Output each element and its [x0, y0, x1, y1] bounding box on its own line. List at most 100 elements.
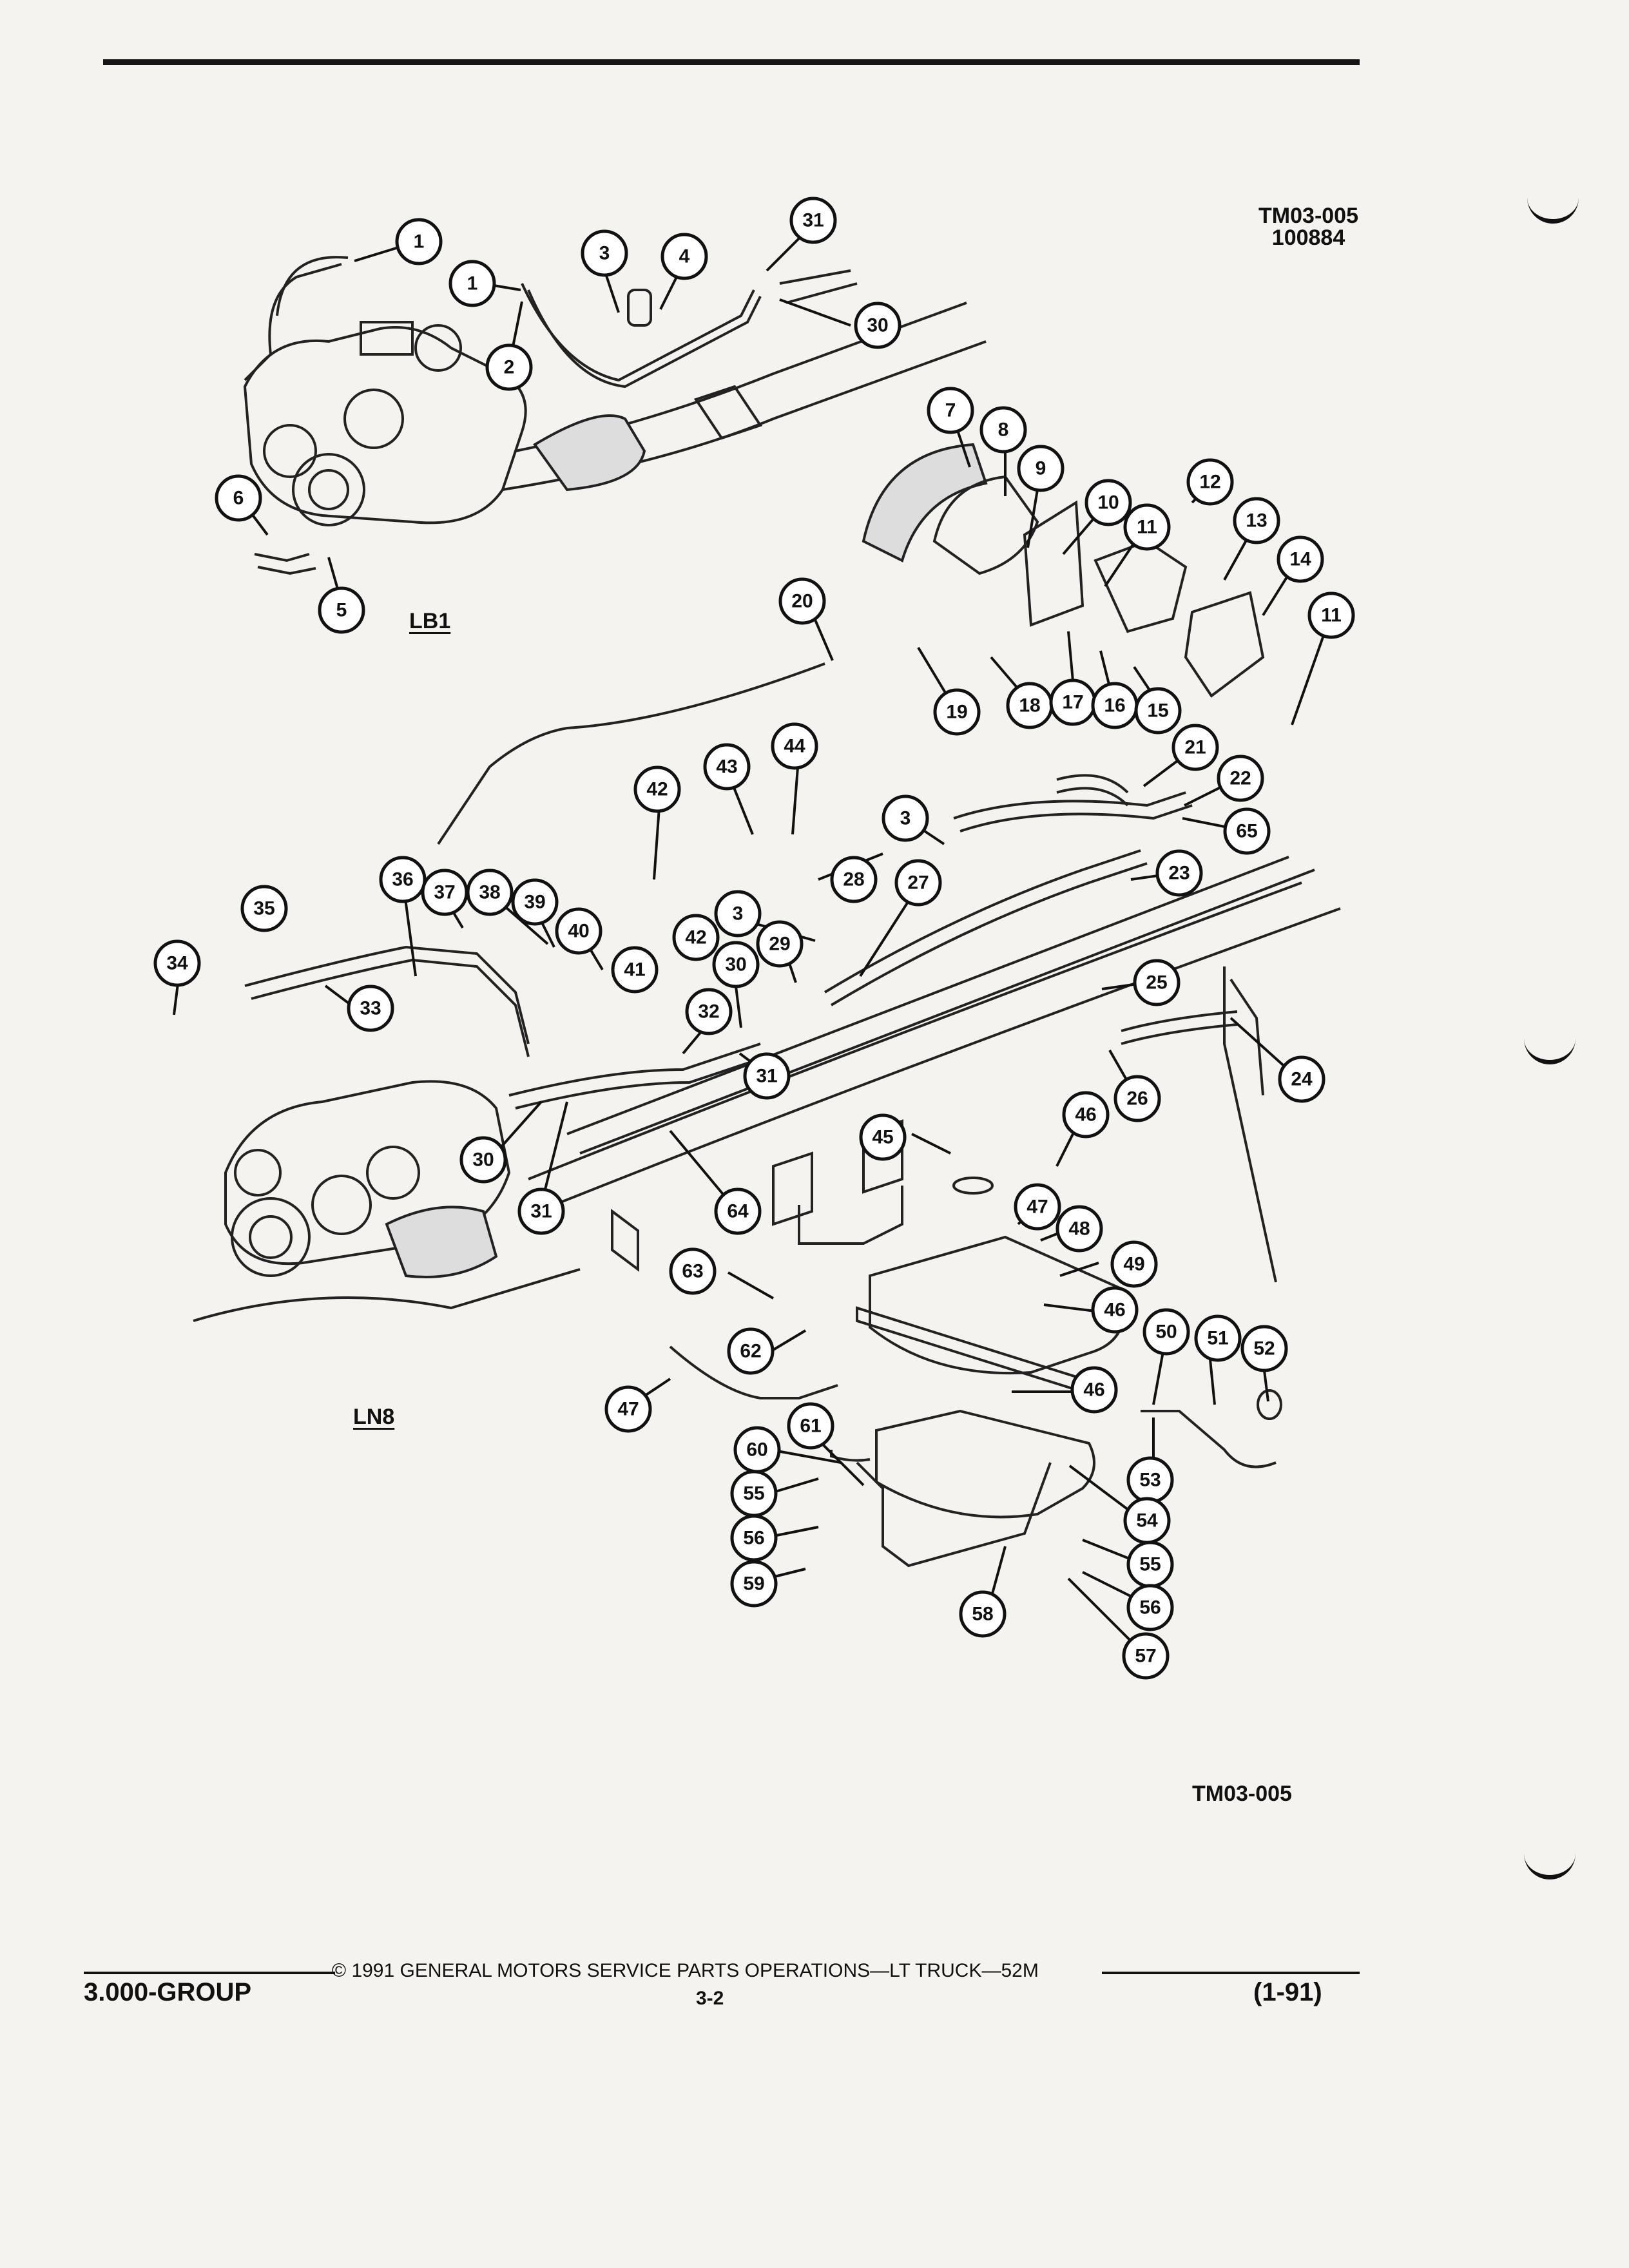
svg-text:3: 3	[599, 243, 610, 264]
ref-code-block: TM03-005 100884	[1258, 205, 1358, 249]
callout-40: 40	[555, 907, 602, 955]
callout-13: 13	[1233, 497, 1280, 544]
callout-55a: 55	[730, 1470, 778, 1517]
callout-44: 44	[771, 722, 818, 770]
engine-label-lb1: LB1	[409, 609, 451, 633]
callout-5: 5	[318, 586, 365, 634]
callout-29: 29	[756, 920, 804, 968]
svg-text:30: 30	[867, 315, 888, 336]
svg-text:42: 42	[646, 779, 668, 800]
svg-text:19: 19	[946, 702, 967, 723]
svg-text:45: 45	[872, 1127, 893, 1148]
svg-text:55: 55	[743, 1483, 764, 1504]
svg-text:4: 4	[679, 246, 690, 267]
callout-46c: 46	[1070, 1366, 1118, 1414]
svg-text:52: 52	[1253, 1338, 1275, 1360]
frame-main	[528, 856, 1341, 1272]
svg-text:63: 63	[682, 1261, 703, 1282]
callout-48: 48	[1055, 1205, 1103, 1253]
svg-text:18: 18	[1019, 695, 1040, 716]
callout-65: 65	[1223, 807, 1271, 855]
footer-group: 3.000-GROUP	[84, 1978, 252, 2006]
svg-text:47: 47	[617, 1399, 639, 1420]
callout-22: 22	[1217, 754, 1264, 802]
callout-11a: 11	[1123, 503, 1171, 551]
callout-64: 64	[714, 1187, 762, 1235]
svg-text:12: 12	[1199, 472, 1220, 493]
callout-8: 8	[979, 406, 1027, 454]
binder-mark	[1524, 1849, 1576, 1879]
callout-58: 58	[959, 1590, 1007, 1638]
svg-text:46: 46	[1104, 1300, 1125, 1321]
callout-56b: 56	[1126, 1584, 1174, 1631]
callout-19: 19	[933, 688, 981, 736]
callout-47a: 47	[1014, 1183, 1061, 1231]
callout-35: 35	[240, 885, 288, 932]
callout-43: 43	[703, 743, 751, 791]
callout-28: 28	[830, 856, 878, 903]
callout-47b: 47	[604, 1385, 652, 1433]
svg-text:46: 46	[1075, 1104, 1096, 1126]
callout-4: 4	[660, 233, 708, 280]
callout-30b: 30	[712, 941, 760, 988]
svg-text:41: 41	[624, 959, 645, 981]
ref-code: TM03-005	[1258, 204, 1358, 228]
svg-text:60: 60	[746, 1439, 767, 1461]
callout-17: 17	[1049, 678, 1097, 726]
svg-text:55: 55	[1139, 1554, 1161, 1575]
callout-54: 54	[1123, 1497, 1171, 1544]
callout-23: 23	[1155, 849, 1203, 897]
callout-15: 15	[1134, 687, 1182, 735]
callout-63: 63	[669, 1247, 717, 1295]
svg-text:25: 25	[1146, 972, 1167, 994]
svg-text:39: 39	[524, 892, 545, 913]
callout-42b: 42	[672, 914, 720, 961]
svg-text:24: 24	[1291, 1069, 1313, 1090]
svg-text:56: 56	[743, 1528, 764, 1549]
svg-text:49: 49	[1123, 1254, 1144, 1275]
svg-text:61: 61	[800, 1416, 821, 1437]
svg-text:29: 29	[769, 934, 790, 955]
callout-3a: 3	[581, 229, 628, 277]
callout-41: 41	[611, 946, 659, 994]
svg-text:20: 20	[791, 591, 813, 612]
ref-number: 100884	[1271, 226, 1345, 250]
svg-text:51: 51	[1207, 1328, 1228, 1349]
callout-61: 61	[787, 1402, 834, 1450]
svg-text:14: 14	[1289, 549, 1311, 570]
svg-text:9: 9	[1036, 458, 1046, 479]
callout-51: 51	[1194, 1314, 1242, 1362]
engine-label-ln8: LN8	[353, 1405, 395, 1429]
callout-27: 27	[894, 859, 942, 907]
callout-46b: 46	[1091, 1286, 1139, 1334]
callout-49: 49	[1110, 1240, 1158, 1288]
svg-text:43: 43	[716, 756, 737, 778]
svg-text:11: 11	[1137, 517, 1157, 538]
svg-text:36: 36	[392, 869, 413, 890]
svg-text:34: 34	[166, 953, 188, 974]
callout-12: 12	[1186, 458, 1234, 506]
callout-31b: 31	[743, 1052, 791, 1100]
svg-text:2: 2	[504, 357, 515, 378]
svg-text:42: 42	[685, 927, 706, 948]
svg-text:7: 7	[945, 400, 956, 421]
svg-text:35: 35	[253, 898, 275, 919]
footer-rule-left	[84, 1972, 335, 1974]
engine-lb1-illustration	[243, 256, 527, 526]
callout-3b: 3	[882, 794, 929, 842]
callout-53: 53	[1126, 1456, 1174, 1504]
callout-26: 26	[1113, 1075, 1161, 1122]
callout-11b: 11	[1307, 591, 1355, 639]
callout-39: 39	[511, 878, 559, 926]
svg-text:59: 59	[743, 1573, 764, 1595]
svg-text:16: 16	[1104, 695, 1125, 716]
footer-date: (1-91)	[1253, 1978, 1322, 2006]
svg-text:46: 46	[1083, 1379, 1104, 1401]
svg-text:13: 13	[1246, 510, 1267, 532]
svg-text:53: 53	[1139, 1470, 1161, 1491]
footer-copyright: © 1991 GENERAL MOTORS SERVICE PARTS OPER…	[332, 1960, 1039, 1981]
callout-45: 45	[859, 1113, 907, 1161]
svg-text:48: 48	[1068, 1218, 1090, 1240]
svg-text:31: 31	[802, 210, 824, 231]
